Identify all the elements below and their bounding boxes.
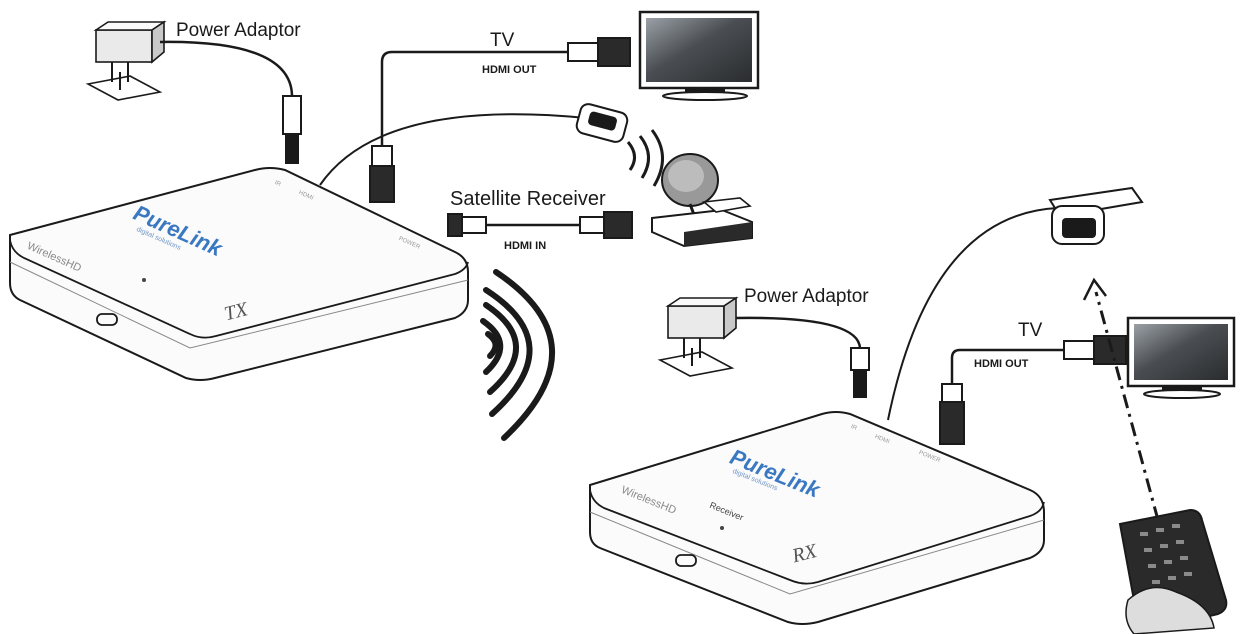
satellite-receiver-label: Satellite Receiver xyxy=(450,188,606,210)
ir-signal-waves xyxy=(626,129,664,187)
tx-power-plug xyxy=(282,95,302,135)
hdmi-in-label: HDMI IN xyxy=(504,240,547,252)
rx-device xyxy=(589,411,1045,625)
tx-device xyxy=(9,167,469,381)
satellite-dish-icon xyxy=(651,153,753,248)
tv-icon xyxy=(638,10,760,101)
power-adaptor-icon xyxy=(657,296,739,377)
rx-button xyxy=(675,554,697,567)
power-adaptor-label-tx: Power Adaptor xyxy=(176,20,301,41)
hdmi-out-label-rx: HDMI OUT xyxy=(974,358,1029,370)
wireless-waves-icon xyxy=(480,269,555,441)
hdmi-out-label-tx: HDMI OUT xyxy=(482,64,537,76)
tv-label-rx: TV xyxy=(1018,320,1043,341)
power-adaptor-label-rx: Power Adaptor xyxy=(744,286,869,307)
ir-receiver-icon xyxy=(575,103,629,143)
tv-icon xyxy=(1126,316,1236,399)
power-adaptor-icon xyxy=(85,20,167,101)
rx-power-plug xyxy=(850,347,870,371)
tx-button xyxy=(96,313,118,326)
remote-control-icon xyxy=(1118,508,1228,634)
ir-receiver-icon xyxy=(1048,186,1144,245)
tv-label-tx: TV xyxy=(490,30,515,51)
